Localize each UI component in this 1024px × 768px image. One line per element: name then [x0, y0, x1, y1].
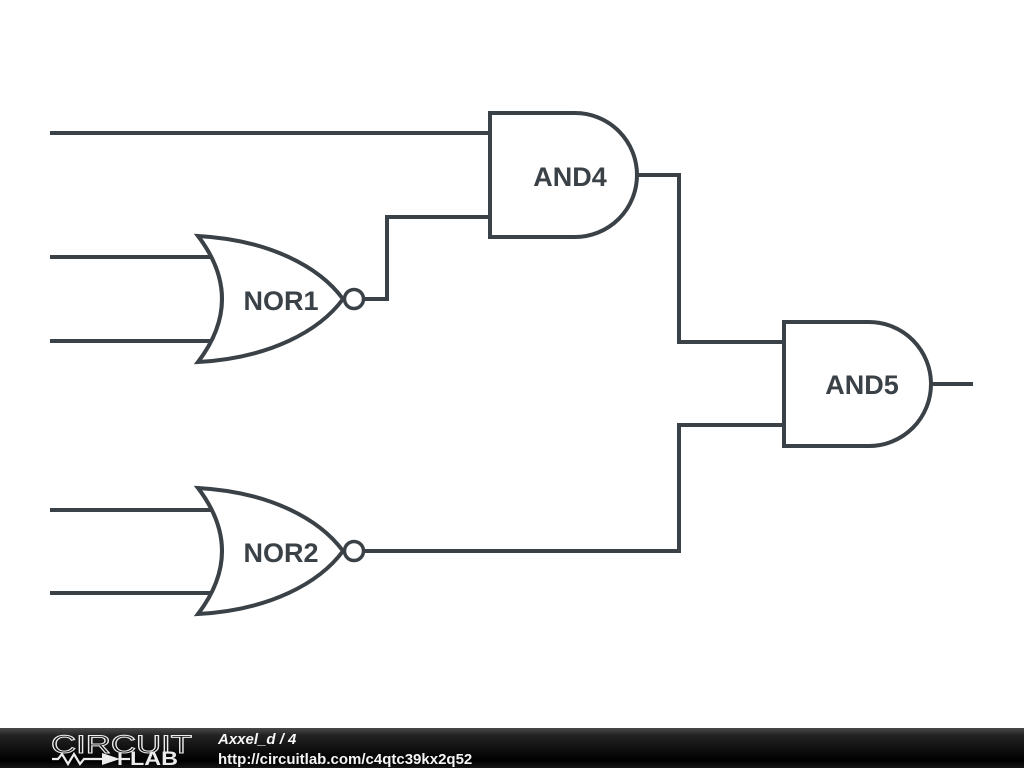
logo-lab-text: LAB: [130, 749, 178, 768]
wire-nor2-to-and5[interactable]: [363, 423, 784, 553]
gate-and5[interactable]: [782, 320, 933, 448]
gate-nor2-bubble[interactable]: [342, 539, 366, 563]
diode-icon: [102, 753, 130, 765]
gate-nor1[interactable]: [193, 233, 346, 365]
circuit-title: Axxel_d / 4: [218, 731, 297, 748]
circuitlab-logo: CIRCUIT LAB: [51, 731, 193, 768]
gate-nor2-label: NOR2: [243, 538, 318, 568]
gate-nor1-bubble[interactable]: [342, 287, 366, 311]
circuit-url: http://circuitlab.com/c4qtc39kx2q52: [218, 751, 473, 768]
wire-nor1-to-and4[interactable]: [363, 215, 490, 301]
gate-nor1-label: NOR1: [243, 286, 318, 316]
gate-nor2[interactable]: [193, 485, 346, 617]
gate-and4[interactable]: [488, 111, 639, 239]
footer-meta: Axxel_d / 4 http://circuitlab.com/c4qtc3…: [218, 730, 472, 768]
wire-and4-to-and5[interactable]: [637, 173, 784, 344]
gate-and4-label: AND4: [533, 162, 607, 192]
footer-bar: CIRCUIT LAB Axxel_d / 4 http://circuitla…: [0, 728, 1024, 768]
gate-and5-label: AND5: [825, 370, 899, 400]
resistor-icon: [52, 751, 102, 767]
